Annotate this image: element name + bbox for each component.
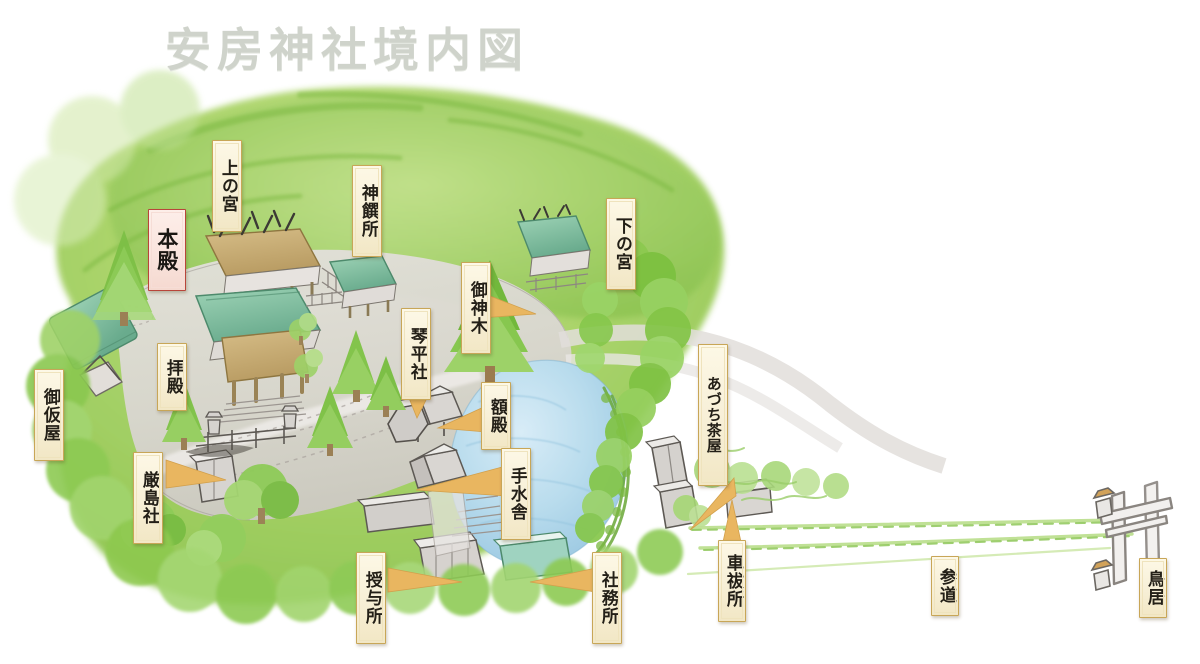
map-label-text: 授与所 — [361, 570, 382, 625]
map-label-juyosho[interactable]: 授与所 — [356, 552, 386, 644]
pointer-kotohira-sha — [408, 397, 428, 420]
map-label-text: 御神木 — [466, 280, 487, 335]
map-label-text: 車祓所 — [722, 553, 743, 608]
pointer-azuchi-chaya — [689, 477, 737, 532]
map-label-temizusha[interactable]: 手水舎 — [501, 448, 531, 540]
map-label-text: 拝殿 — [162, 358, 183, 395]
pointer-itsukushima-sha — [165, 458, 228, 498]
map-label-text: 御仮屋 — [39, 387, 60, 442]
map-label-text: 手水舎 — [506, 466, 527, 521]
map-label-honden[interactable]: 本殿 — [148, 209, 186, 291]
map-label-itsukushima-sha[interactable]: 厳島社 — [133, 452, 163, 544]
pointer-kuruma-haraijo — [722, 499, 742, 544]
map-label-gakuden[interactable]: 額殿 — [481, 382, 511, 450]
map-label-kami-no-miya[interactable]: 上の宮 — [212, 140, 242, 232]
map-label-kuruma-haraijo[interactable]: 車祓所 — [718, 540, 746, 622]
map-label-sando[interactable]: 参道 — [931, 556, 959, 616]
map-label-text: 額殿 — [486, 397, 507, 434]
map-label-text: 社務所 — [597, 570, 618, 625]
map-label-shamusho[interactable]: 社務所 — [592, 552, 622, 644]
map-label-shinsenjo[interactable]: 神饌所 — [352, 165, 382, 257]
pointer-shamusho — [529, 564, 597, 600]
map-label-text: 厳島社 — [138, 470, 159, 525]
map-label-kotohira-sha[interactable]: 琴平社 — [401, 308, 431, 400]
pointer-temizusha — [415, 462, 507, 506]
map-label-shimo-no-miya[interactable]: 下の宮 — [606, 198, 636, 290]
pointer-gakuden — [436, 404, 487, 444]
map-label-haiden[interactable]: 拝殿 — [157, 343, 187, 411]
page-title: 安房神社境内図 — [165, 23, 529, 77]
map-label-gokariya[interactable]: 御仮屋 — [34, 369, 64, 461]
map-label-text: 下の宮 — [611, 216, 632, 271]
map-label-text: 上の宮 — [217, 158, 238, 213]
map-label-text: 鳥居 — [1143, 569, 1164, 606]
map-label-text: 神饌所 — [357, 183, 378, 238]
map-label-goshinboku[interactable]: 御神木 — [461, 262, 491, 354]
map-label-text: 琴平社 — [406, 326, 427, 381]
pointer-juyosho — [387, 564, 464, 600]
map-label-text: 本殿 — [154, 227, 180, 272]
map-label-torii[interactable]: 鳥居 — [1139, 558, 1167, 618]
map-label-text: 参道 — [935, 567, 956, 604]
map-label-text: あづち茶屋 — [704, 375, 723, 454]
map-label-azuchi-chaya[interactable]: あづち茶屋 — [698, 344, 728, 486]
